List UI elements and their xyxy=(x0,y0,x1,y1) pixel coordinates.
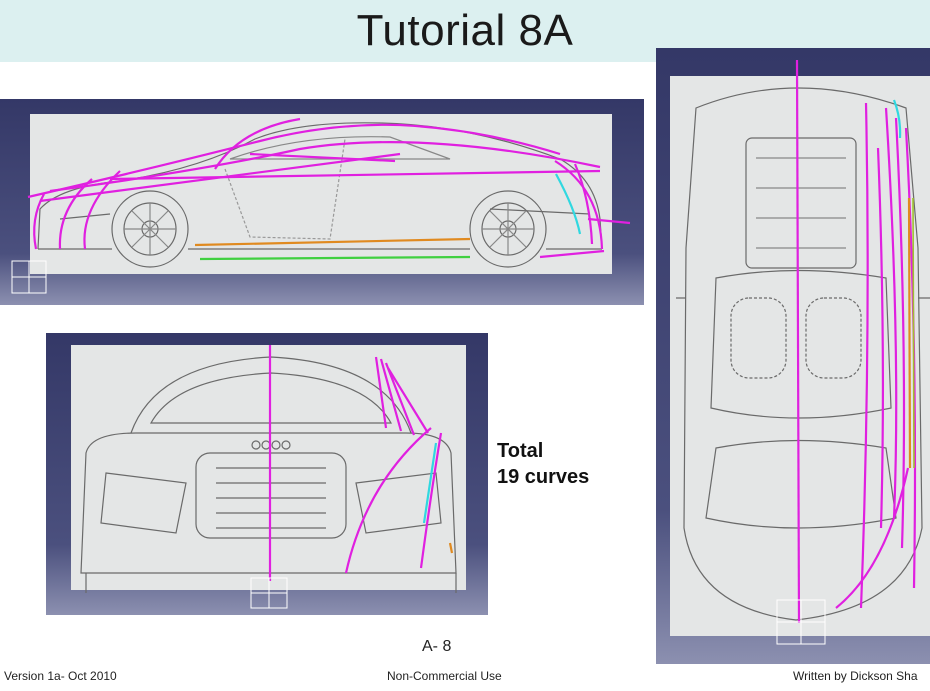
axis-origin-icon xyxy=(11,260,47,294)
front-view-panel xyxy=(46,333,488,615)
curve-total-label: Total xyxy=(497,440,544,462)
curve-total-count: 19 curves xyxy=(497,466,590,488)
footer-author: Written by Dickson Sha xyxy=(793,669,918,683)
slide-title: Tutorial 8A xyxy=(356,6,574,55)
axis-origin-icon xyxy=(776,599,826,645)
axis-origin-icon xyxy=(250,577,288,609)
top-view-car-drawing xyxy=(670,59,930,645)
page-number: A- 8 xyxy=(422,638,452,655)
top-view-panel xyxy=(656,48,930,664)
side-view-panel xyxy=(0,99,644,305)
footer-version: Version 1a- Oct 2010 xyxy=(4,669,117,683)
curve-total: Total 19 curves xyxy=(497,438,589,490)
side-view-car-drawing xyxy=(11,114,631,294)
front-view-car-drawing xyxy=(71,345,466,609)
footer-usage: Non-Commercial Use xyxy=(387,669,502,683)
